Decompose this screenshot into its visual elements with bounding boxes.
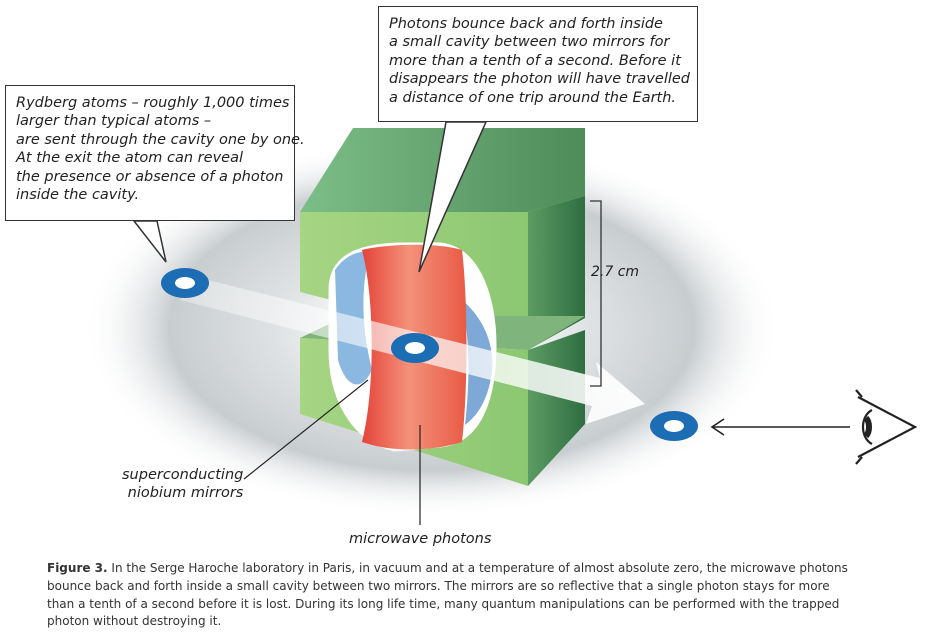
caption-line-1: Figure 3. In the Serge Haroche laborator… [47, 560, 887, 578]
callout-line: disappears the photon will have travelle… [389, 71, 690, 88]
callout-line: a distance of one trip around the Earth. [389, 89, 677, 106]
figure-caption: Figure 3. In the Serge Haroche laborator… [47, 560, 887, 631]
observation-arrow [710, 418, 850, 436]
caption-line-3: than a tenth of a second before it is lo… [47, 596, 840, 611]
dimension-bracket [590, 200, 602, 387]
figure-label: Figure 3. [47, 561, 108, 575]
dimension-label: 2.7 cm [591, 264, 640, 280]
photons-callout: Photons bounce back and forth inside a s… [378, 6, 698, 122]
caption-line-4: photon without destroying it. [47, 614, 222, 629]
atom-inside [391, 333, 439, 363]
callout-line: larger than typical atoms – [16, 113, 212, 130]
mirror-leader [243, 379, 369, 480]
callout-line: At the exit the atom can reveal [16, 150, 243, 167]
callout-left-pointer [132, 220, 167, 263]
callout-top-pointer [418, 121, 488, 273]
callout-line: inside the cavity. [16, 187, 140, 204]
mirrors-label-line2: niobium mirrors [127, 485, 244, 501]
eye-icon [855, 389, 918, 465]
atom-exit [650, 411, 698, 441]
caption-line-2: bounce back and forth inside a small cav… [47, 578, 830, 593]
photons-label: microwave photons [349, 531, 492, 547]
callout-line: Photons bounce back and forth inside [389, 16, 663, 32]
mirrors-label: superconducting niobium mirrors [122, 466, 243, 502]
caption-text-1: In the Serge Haroche laboratory in Paris… [107, 561, 848, 575]
atom-entry [161, 268, 209, 298]
callout-line: a small cavity between two mirrors for [389, 34, 670, 51]
rydberg-callout: Rydberg atoms – roughly 1,000 times larg… [5, 85, 305, 221]
cavity-diagram [82, 121, 918, 525]
callout-line: are sent through the cavity one by one. [16, 131, 305, 148]
callout-line: more than a tenth of a second. Before it [389, 52, 681, 69]
callout-line: Rydberg atoms – roughly 1,000 times [16, 95, 290, 111]
callout-line: the presence or absence of a photon [16, 168, 284, 185]
mirrors-label-line1: superconducting [122, 467, 244, 483]
